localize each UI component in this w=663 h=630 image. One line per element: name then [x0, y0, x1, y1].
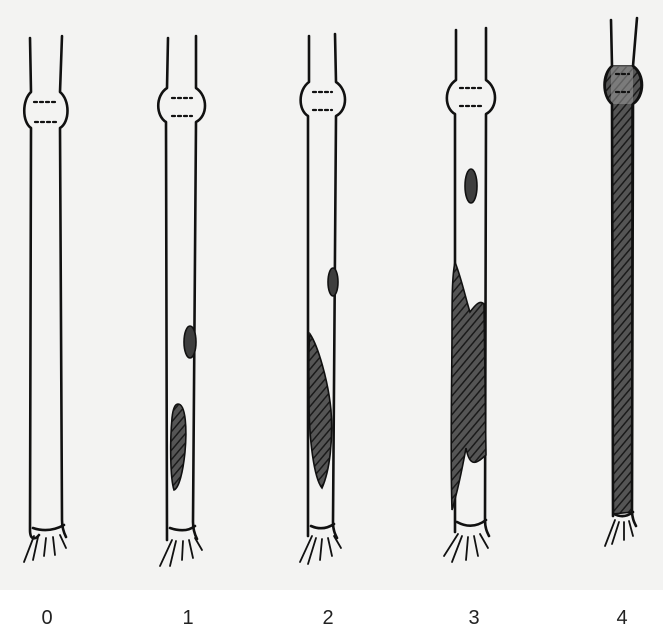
lesion — [328, 268, 338, 296]
stage-labels: 0 1 2 3 4 — [41, 607, 627, 629]
stage-label-0: 0 — [41, 607, 52, 629]
lesion — [465, 169, 477, 203]
lesion — [184, 326, 196, 358]
stage-label-2: 2 — [322, 607, 333, 629]
stage-label-3: 3 — [468, 607, 479, 629]
stage-label-1: 1 — [182, 607, 193, 629]
stage-label-4: 4 — [616, 607, 627, 629]
